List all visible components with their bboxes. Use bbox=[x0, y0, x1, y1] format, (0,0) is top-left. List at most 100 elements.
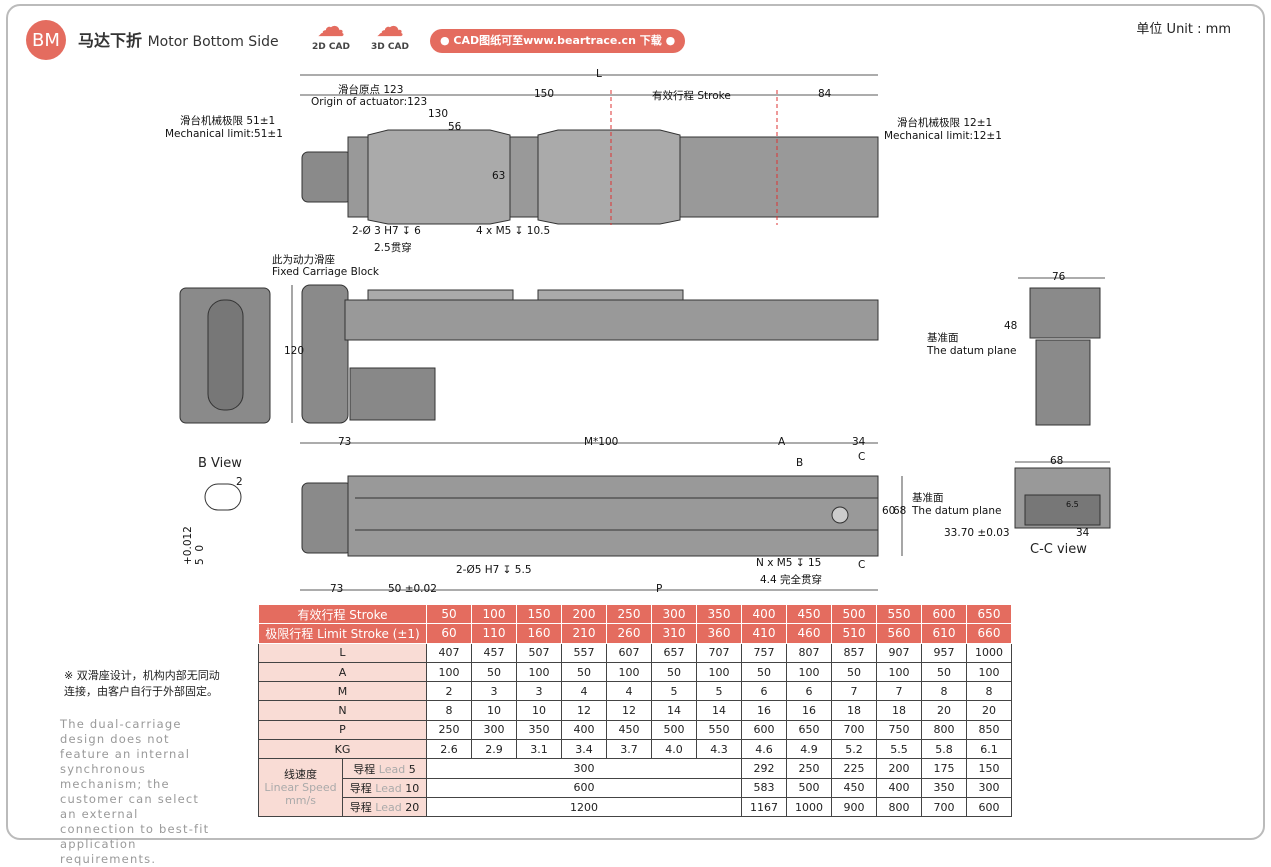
lead-n: 5 bbox=[408, 762, 416, 776]
stroke-value: 550 bbox=[876, 603, 922, 625]
speed-value: 500 bbox=[786, 777, 832, 798]
fixed-en: Fixed Carriage Block bbox=[272, 266, 379, 278]
dim-73: 73 bbox=[338, 436, 352, 448]
b-tolerance: +0.012 5 0 bbox=[182, 526, 206, 565]
speed-cn: 线速度 bbox=[284, 768, 317, 782]
cell-value: 557 bbox=[561, 642, 607, 663]
cell-value: 2 bbox=[426, 681, 472, 702]
speed-value: 900 bbox=[831, 796, 877, 818]
datum2-cn: 基准面 bbox=[912, 492, 944, 504]
cell-value: 3.4 bbox=[561, 739, 607, 760]
cell-value: 20 bbox=[966, 700, 1012, 721]
row-label: M bbox=[258, 681, 427, 702]
brand-logo: BM bbox=[26, 20, 66, 60]
dim-68: 68 bbox=[893, 505, 907, 517]
limit-value: 160 bbox=[516, 623, 562, 644]
stroke-value: 450 bbox=[786, 603, 832, 625]
dim-68-cc: 68 bbox=[1050, 455, 1064, 467]
cell-value: 50 bbox=[471, 661, 517, 683]
cell-value: 8 bbox=[966, 681, 1012, 702]
cell-value: 550 bbox=[696, 719, 742, 741]
cell-value: 400 bbox=[561, 719, 607, 741]
lead-cn: 导程 bbox=[349, 781, 372, 795]
cell-value: 957 bbox=[921, 642, 967, 663]
dim-b2: 2 bbox=[236, 476, 243, 488]
cell-value: 18 bbox=[831, 700, 877, 721]
stroke-value: 600 bbox=[921, 603, 967, 625]
cell-value: 8 bbox=[921, 681, 967, 702]
dim-84: 84 bbox=[818, 88, 832, 100]
mech-left-en: Mechanical limit:51±1 bbox=[165, 128, 283, 140]
row-label: L bbox=[258, 642, 427, 663]
cell-value: 350 bbox=[516, 719, 562, 741]
pin2-spec: 2-Ø5 H7 ↧ 5.5 bbox=[456, 564, 532, 576]
cell-value: 5.2 bbox=[831, 739, 877, 760]
b-view-label: B View bbox=[198, 456, 242, 471]
cloud-download-icon: ☁ bbox=[317, 10, 345, 43]
dim-34: 34 bbox=[852, 436, 866, 448]
cell-value: 50 bbox=[561, 661, 607, 683]
lead-label: 导程 Lead 20 bbox=[342, 796, 427, 818]
note-cn: ※ 双滑座设计，机构内部无同动连接，由客户自行于外部固定。 bbox=[64, 669, 220, 698]
speed-value: 200 bbox=[876, 758, 922, 779]
cell-value: 50 bbox=[651, 661, 697, 683]
cell-value: 100 bbox=[876, 661, 922, 683]
cell-value: 100 bbox=[606, 661, 652, 683]
lead-en: Lead bbox=[375, 781, 402, 795]
cad-3d-download[interactable]: ☁3D CAD bbox=[367, 10, 413, 53]
cell-value: 757 bbox=[741, 642, 787, 663]
limit-value: 510 bbox=[831, 623, 877, 644]
limit-value: 410 bbox=[741, 623, 787, 644]
cloud-download-icon: ☁ bbox=[376, 10, 404, 43]
cell-value: 6 bbox=[741, 681, 787, 702]
lead-n: 10 bbox=[405, 781, 420, 795]
cell-value: 50 bbox=[741, 661, 787, 683]
stroke-value: 350 bbox=[696, 603, 742, 625]
carriage-2 bbox=[537, 129, 681, 225]
dim-150: 150 bbox=[534, 88, 555, 100]
title-en: Motor Bottom Side bbox=[147, 34, 279, 50]
cell-value: 14 bbox=[651, 700, 697, 721]
rail-side bbox=[344, 299, 879, 341]
technical-drawing bbox=[179, 74, 1111, 591]
stroke-value: 250 bbox=[606, 603, 652, 625]
limit-value: 110 bbox=[471, 623, 517, 644]
label-C-top: C bbox=[858, 451, 866, 463]
stroke-value: 200 bbox=[561, 603, 607, 625]
cell-value: 14 bbox=[696, 700, 742, 721]
stroke-value: 500 bbox=[831, 603, 877, 625]
cell-value: 300 bbox=[471, 719, 517, 741]
speed-value: 250 bbox=[786, 758, 832, 779]
cc-view-label: C-C view bbox=[1030, 542, 1087, 557]
note-en: The dual-carriage design does not featur… bbox=[60, 717, 210, 866]
speed-value: 175 bbox=[921, 758, 967, 779]
dim-120: 120 bbox=[284, 345, 305, 357]
download-link[interactable]: ● CAD图纸可至www.beartrace.cn 下载 ● bbox=[430, 29, 686, 53]
cell-value: 16 bbox=[786, 700, 832, 721]
cell-value: 100 bbox=[696, 661, 742, 683]
cell-value: 4.3 bbox=[696, 739, 742, 760]
cad-2d-download[interactable]: ☁2D CAD bbox=[308, 10, 354, 53]
cell-value: 8 bbox=[426, 700, 472, 721]
dim-34-cc: 34 bbox=[1076, 527, 1090, 539]
dim-73b: 73 bbox=[330, 583, 344, 595]
stroke-value: 100 bbox=[471, 603, 517, 625]
datum-cn: 基准面 bbox=[927, 332, 959, 344]
cell-value: 7 bbox=[831, 681, 877, 702]
dim-m100: M*100 bbox=[584, 436, 619, 448]
cell-value: 250 bbox=[426, 719, 472, 741]
lead-label: 导程 Lead 10 bbox=[342, 777, 427, 798]
cell-value: 7 bbox=[876, 681, 922, 702]
speed-value: 1167 bbox=[741, 796, 787, 818]
cell-value: 4 bbox=[561, 681, 607, 702]
page-title: 马达下折 Motor Bottom Side bbox=[78, 27, 279, 51]
dim-130: 130 bbox=[428, 108, 449, 120]
speed-value: 583 bbox=[741, 777, 787, 798]
